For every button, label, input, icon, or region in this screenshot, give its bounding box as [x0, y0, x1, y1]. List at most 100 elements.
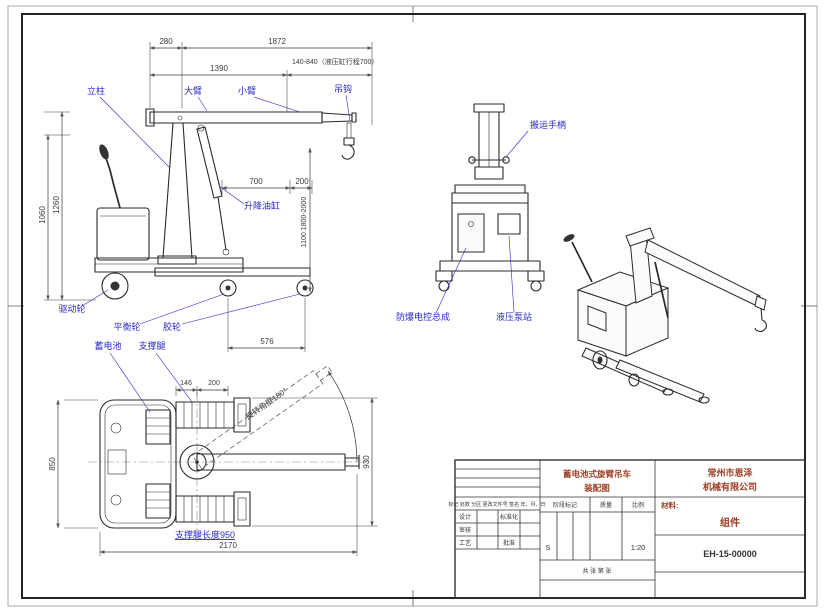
dim-850: 850	[48, 457, 57, 471]
mass-label: 质量	[600, 501, 612, 509]
cylinder-body	[196, 126, 223, 199]
scale-label: 比例	[632, 501, 644, 509]
mast-pivot-block	[474, 166, 504, 180]
plan-boom-rotated	[191, 365, 333, 470]
mast-base-plate	[157, 255, 197, 265]
dim-700: 700	[249, 177, 263, 186]
boom-pivot	[177, 115, 183, 121]
dim-576: 576	[260, 337, 274, 346]
dim-1060: 1060	[38, 206, 47, 224]
label-boom: 大臂	[184, 85, 202, 96]
left-foot	[435, 270, 453, 282]
balance-wheel	[219, 279, 237, 297]
plan-battery-cells	[145, 409, 171, 519]
plan-view: 旋转角度180° 蓄电池 支撑腿 支撑腿长度950 850 930 2170 1…	[48, 340, 378, 556]
label-drive-wheel: 驱动轮	[58, 303, 85, 314]
base-beam-front	[439, 260, 541, 272]
iso-tiller-grip	[563, 234, 575, 242]
iso-control-box	[587, 305, 607, 332]
right-foot	[527, 270, 545, 282]
plan-leg-bottom	[175, 491, 251, 527]
label-support-leg: 支撑腿	[138, 340, 165, 351]
tiller-arm	[105, 157, 121, 209]
process-label: 工艺	[459, 539, 471, 547]
plan-leg-top	[175, 397, 251, 433]
leg-caster	[296, 279, 314, 297]
title-block: 标记 处数 分区 更改文件号 签名 年、月、日 设计 标准化 审核 工艺 批准 …	[449, 459, 806, 599]
handle-knob-left	[468, 156, 476, 164]
label-rubber-wheel: 胶轮	[163, 321, 181, 332]
hook-shape	[341, 144, 355, 160]
label-jib: 小臂	[238, 85, 256, 96]
jib-outline	[321, 112, 353, 123]
body-upper	[451, 192, 529, 204]
tiller-grip	[99, 144, 109, 160]
dim-1872: 1872	[268, 37, 286, 46]
label-support-leg-length: 支撑腿长度950	[175, 529, 235, 540]
label-explosion-proof-control: 防爆电控总成	[396, 311, 450, 322]
sheets-label: 共 张 第 张	[582, 567, 611, 575]
drawing-title-line2: 装配图	[583, 483, 610, 493]
drawing-title-line1: 蓄电池式旋臂吊车	[563, 469, 632, 479]
iso-tiller	[571, 241, 593, 283]
mast-outline	[162, 122, 193, 259]
stage-mark-label: 阶段标记	[553, 501, 577, 509]
label-carry-handle: 搬运手柄	[530, 119, 566, 130]
stage-s: S	[546, 545, 551, 552]
label-hook: 吊钩	[334, 83, 352, 94]
cylinder-bottom-pin	[222, 248, 230, 256]
front-view: 搬运手柄 防爆电控总成 液压泵站	[396, 103, 566, 322]
battery-box	[96, 207, 150, 261]
hook-block	[343, 137, 355, 146]
approve-label: 批准	[503, 539, 515, 547]
control-box-front	[457, 213, 485, 253]
company-line2: 机械有限公司	[703, 481, 757, 492]
material-value: 组件	[720, 516, 740, 529]
dim-280: 280	[159, 37, 173, 46]
iso-drive-wheel	[592, 350, 608, 370]
rotation-arc	[327, 370, 358, 463]
chassis	[94, 257, 244, 273]
cylinder-rod	[217, 196, 227, 251]
company-line1: 常州市恩泽	[707, 467, 752, 478]
iso-body-side	[625, 287, 669, 357]
pump-box-front	[497, 213, 521, 235]
dim-stroke-range: 140-840（液压缸行程700）	[292, 57, 378, 66]
dim-146: 146	[180, 380, 192, 387]
boom-outline	[149, 111, 323, 124]
dim-1260: 1260	[52, 196, 61, 214]
iso-cylinder	[654, 261, 669, 319]
dim-1390: 1390	[210, 64, 228, 73]
iso-foot-right	[698, 396, 710, 404]
drawing-number: EH-15-00000	[703, 549, 757, 559]
scale-value: 1:20	[631, 543, 646, 552]
label-lift-cylinder: 升降油缸	[244, 200, 280, 211]
iso-mast-cap	[625, 227, 655, 247]
label-mast: 立柱	[87, 85, 105, 96]
label-balance-wheel: 平衡轮	[113, 321, 140, 332]
check-label: 审核	[459, 526, 471, 534]
iso-boom-tip	[754, 295, 767, 311]
design-label: 设计	[459, 513, 471, 521]
body-top-plate	[454, 184, 526, 194]
drive-wheel	[101, 272, 129, 300]
dim-930: 930	[362, 455, 371, 469]
left-caster	[438, 280, 450, 292]
dim-2170: 2170	[219, 541, 237, 550]
right-caster	[530, 280, 542, 292]
iso-hook	[754, 319, 767, 333]
hook-chain	[346, 122, 352, 139]
material-label: 材料:	[661, 500, 679, 510]
side-view	[94, 108, 357, 300]
sheet-frame	[7, 5, 818, 607]
standardize-label: 标准化	[500, 513, 518, 521]
plan-body	[99, 399, 177, 529]
iso-caster	[628, 373, 640, 387]
jib-end-cap	[351, 112, 357, 123]
boom-tail-plate	[145, 108, 155, 127]
cylinder-top-pin	[197, 124, 205, 132]
mast-cap	[473, 103, 505, 113]
dim-hook-range: 1100 1800-2000	[301, 197, 308, 248]
